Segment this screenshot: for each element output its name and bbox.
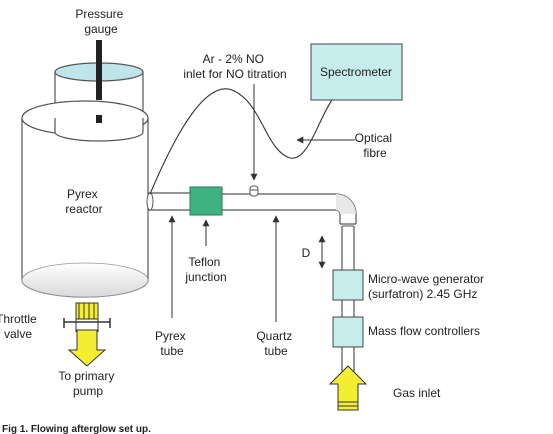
gas-inlet-label: Gas inlet <box>393 386 441 400</box>
throttle-valve-label: Throttle valve <box>0 312 40 341</box>
primary-pump-label: To primary pump <box>58 369 117 398</box>
pressure-gauge-label: Pressure gauge <box>75 7 126 36</box>
pump-arrow <box>67 329 107 367</box>
inlet-port <box>249 185 259 197</box>
mass-flow-label: Mass flow controllers <box>368 324 480 338</box>
figure-caption: Fig 1. Flowing afterglow set up. <box>2 424 151 434</box>
spectrometer-box <box>310 43 403 101</box>
teflon-junction-label: Teflon junction <box>184 255 226 284</box>
teflon-junction <box>189 186 223 216</box>
microwave-generator-label: Micro-wave generator (surfatron) 2.45 GH… <box>368 272 487 301</box>
optical-fibre-label: Optical fibre <box>355 131 396 160</box>
mass-flow-box <box>332 316 364 348</box>
microwave-generator-box <box>332 269 364 301</box>
gas-inlet-arrow <box>328 365 368 411</box>
optical-fibre <box>149 88 333 195</box>
throttle-valve <box>63 302 111 332</box>
spectrometer-label: Spectrometer <box>320 65 392 79</box>
gauge-rod <box>96 40 102 100</box>
pyrex-reactor-label: Pyrex reactor <box>65 187 102 216</box>
quartz-tube-label: Quartz tube <box>256 329 295 358</box>
ar-inlet-label: Ar - 2% NO inlet for NO titration <box>183 52 286 81</box>
pyrex-tube <box>146 192 190 211</box>
pyrex-reactor <box>21 100 149 298</box>
pyrex-tube-label: Pyrex tube <box>155 329 189 358</box>
distance-d-label: D <box>302 246 311 260</box>
